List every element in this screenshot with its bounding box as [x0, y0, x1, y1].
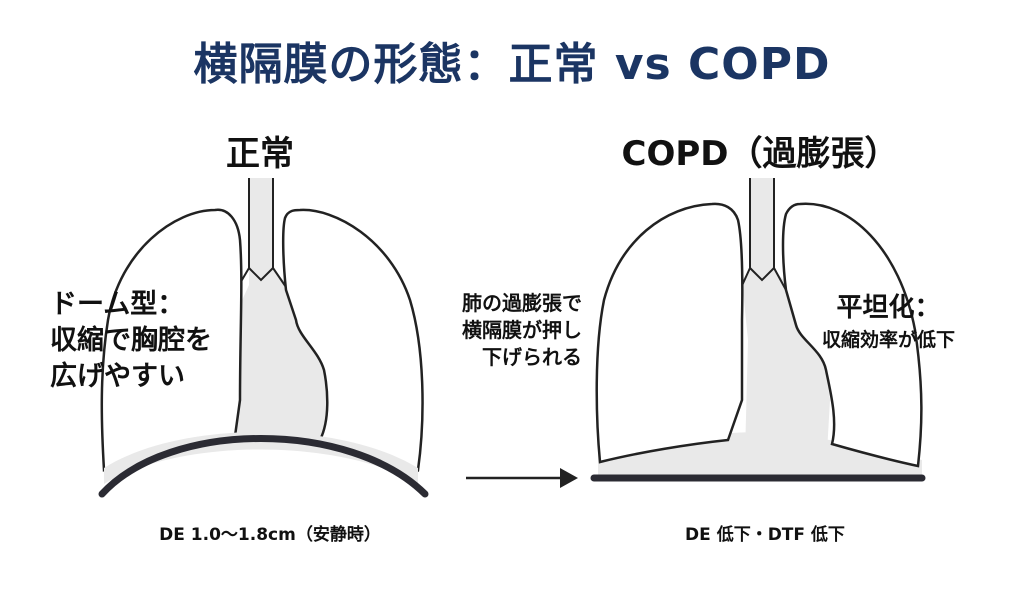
copd-lungs	[590, 178, 926, 482]
normal-dome-label: ドーム型： 収縮で胸腔を 広げやすい	[50, 287, 212, 395]
copd-flat-label: 平坦化： 収縮効率が低下	[822, 290, 955, 354]
copd-heading: COPD（過膨張）	[621, 134, 899, 174]
normal-label-line-2: 収縮で胸腔を	[50, 325, 212, 356]
normal-lungs	[98, 178, 429, 498]
arrow-label-line-2: 横隔膜が押し	[462, 318, 582, 342]
normal-label-line-1: ドーム型：	[50, 289, 185, 320]
copd-label-line-2: 収縮効率が低下	[822, 329, 956, 351]
arrow-label-line-3: 下げられる	[482, 345, 582, 369]
copd-note: DE 低下・DTF 低下	[685, 525, 845, 545]
arrow-label-line-1: 肺の過膨張で	[462, 291, 582, 315]
normal-mediastinum	[220, 178, 330, 438]
arrow-label: 肺の過膨張で 横隔膜が押し 下げられる	[432, 290, 582, 371]
page-title: 横隔膜の形態：正常 vs COPD	[193, 39, 831, 90]
copd-mediastinum	[600, 178, 830, 470]
normal-label-line-3: 広げやすい	[50, 361, 185, 392]
copd-lung-right	[781, 202, 923, 468]
normal-note: DE 1.0〜1.8cm（安静時）	[159, 525, 381, 545]
copd-label-line-1: 平坦化：	[836, 293, 941, 323]
normal-heading: 正常	[226, 134, 294, 174]
normal-diaphragm-dome	[98, 435, 429, 498]
transition-arrow	[466, 468, 578, 488]
copd-lung-left	[595, 202, 744, 464]
